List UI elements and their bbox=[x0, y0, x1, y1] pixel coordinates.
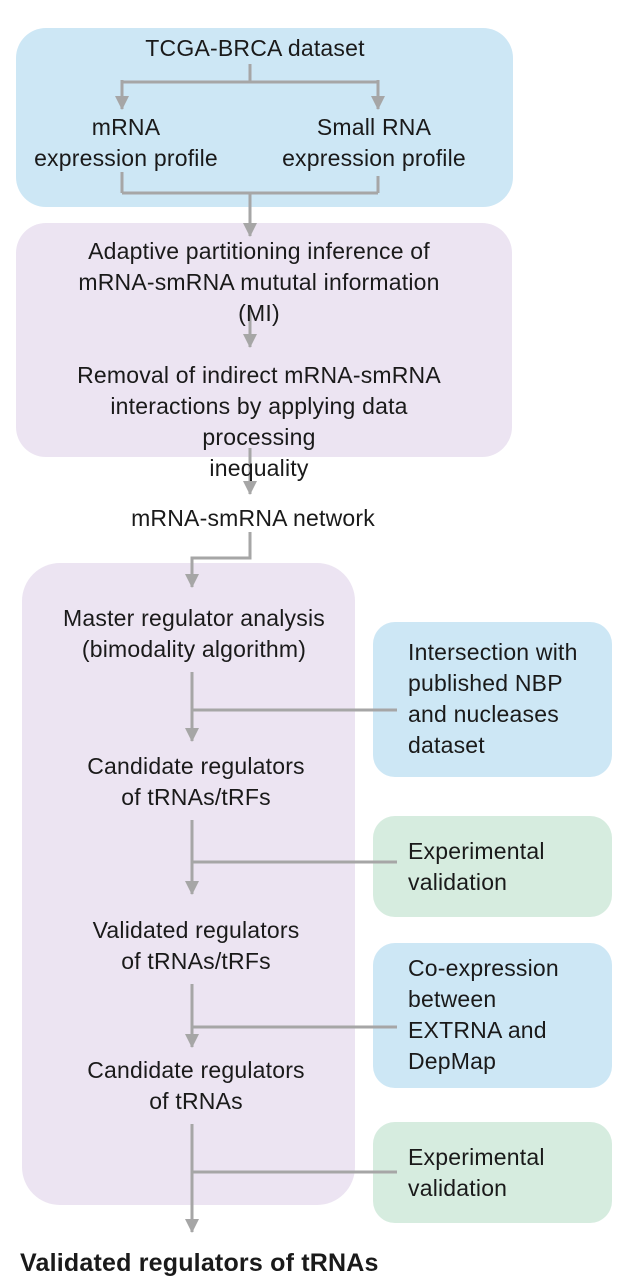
analysis-step-mra-label: Master regulator analysis (bimodality al… bbox=[63, 605, 325, 662]
network-label: mRNA-smRNA network bbox=[131, 505, 375, 531]
mrna-profile-label: mRNA expression profile bbox=[34, 114, 218, 171]
side-box-intersection bbox=[373, 622, 612, 777]
dataset-box bbox=[16, 28, 513, 207]
final-result-label: Validated regulators of tRNAs bbox=[20, 1249, 379, 1277]
side-box-coexpression bbox=[373, 943, 612, 1088]
inference-step-mi-label: Adaptive partitioning inference of mRNA-… bbox=[78, 238, 440, 326]
dataset-title: TCGA-BRCA dataset bbox=[145, 35, 365, 61]
analysis-step-candidate-trfs-label: Candidate regulators of tRNAs/tRFs bbox=[87, 753, 305, 810]
inference-step-dpi-label: Removal of indirect mRNA-smRNA interacti… bbox=[77, 362, 441, 481]
side-box-experimental-validation-2 bbox=[373, 1122, 612, 1223]
analysis-step-validated-trfs-label: Validated regulators of tRNAs/tRFs bbox=[92, 917, 300, 974]
analysis-step-candidate-trnas-label: Candidate regulators of tRNAs bbox=[87, 1057, 305, 1114]
side-box-experimental-1-label: Experimental validation bbox=[408, 838, 545, 895]
inference-box bbox=[16, 223, 512, 457]
side-box-experimental-2-label: Experimental validation bbox=[408, 1144, 545, 1201]
side-box-experimental-validation-1 bbox=[373, 816, 612, 917]
side-box-coexpression-label: Co-expression between EXTRNA and DepMap bbox=[408, 955, 559, 1074]
small-rna-profile-label: Small RNA expression profile bbox=[282, 114, 466, 171]
side-box-intersection-label: Intersection with published NBP and nucl… bbox=[408, 639, 578, 758]
